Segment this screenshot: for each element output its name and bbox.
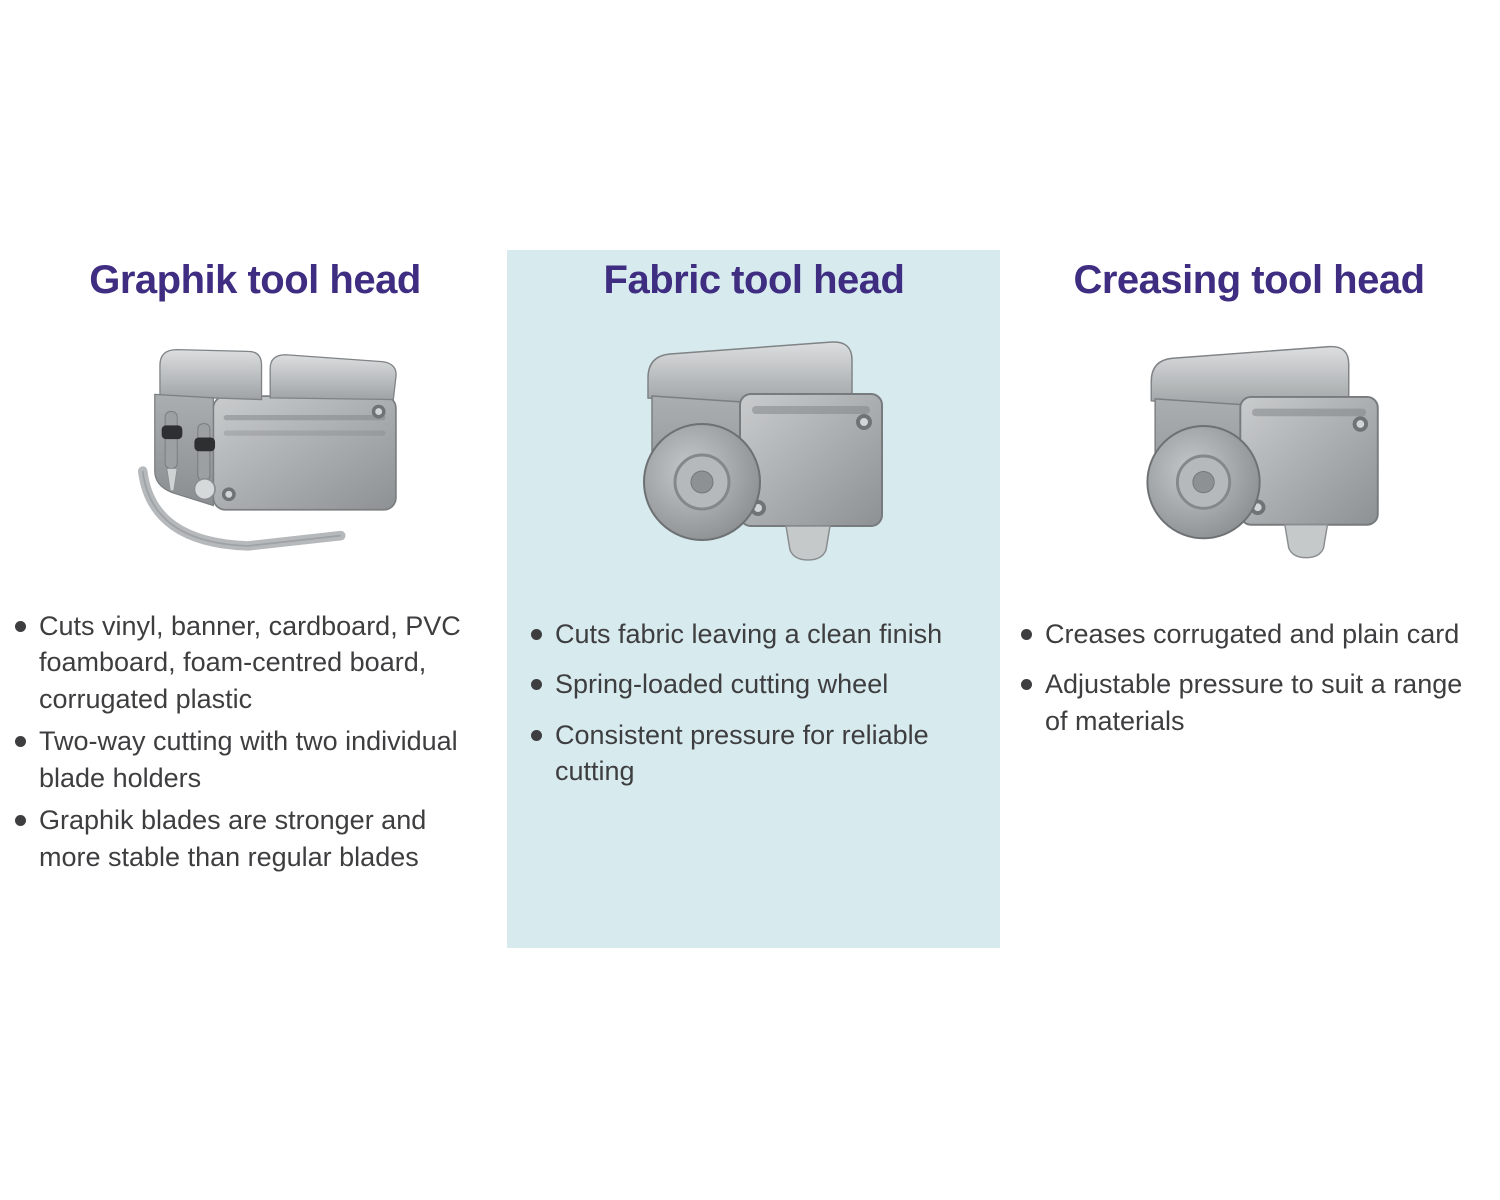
creasing-tool-head-image (1095, 335, 1405, 577)
list-item: Adjustable pressure to suit a range of m… (1018, 666, 1476, 739)
graphik-tool-head-image (110, 322, 420, 577)
creasing-column-title: Creasing tool head (1073, 258, 1425, 302)
graphik-tool-head-render (137, 348, 397, 551)
list-item: Creases corrugated and plain card (1018, 616, 1476, 652)
list-item: Two-way cutting with two individual blad… (12, 723, 494, 796)
creasing-tool-head-render (1146, 345, 1379, 559)
fabric-column-title: Fabric tool head (603, 258, 905, 302)
creasing-feature-list: Creases corrugated and plain card Adjust… (1018, 616, 1476, 753)
list-item: Cuts fabric leaving a clean finish (528, 616, 980, 652)
graphik-column-title: Graphik tool head (89, 258, 421, 302)
list-item: Cuts vinyl, banner, cardboard, PVC foamb… (12, 608, 494, 717)
fabric-tool-head-image (590, 330, 910, 580)
list-item: Spring-loaded cutting wheel (528, 666, 980, 702)
fabric-feature-list: Cuts fabric leaving a clean finish Sprin… (528, 616, 980, 804)
fabric-tool-head-render (643, 341, 883, 561)
list-item: Consistent pressure for reliable cutting (528, 717, 980, 790)
list-item: Graphik blades are stronger and more sta… (12, 802, 494, 875)
graphik-feature-list: Cuts vinyl, banner, cardboard, PVC foamb… (12, 608, 494, 881)
